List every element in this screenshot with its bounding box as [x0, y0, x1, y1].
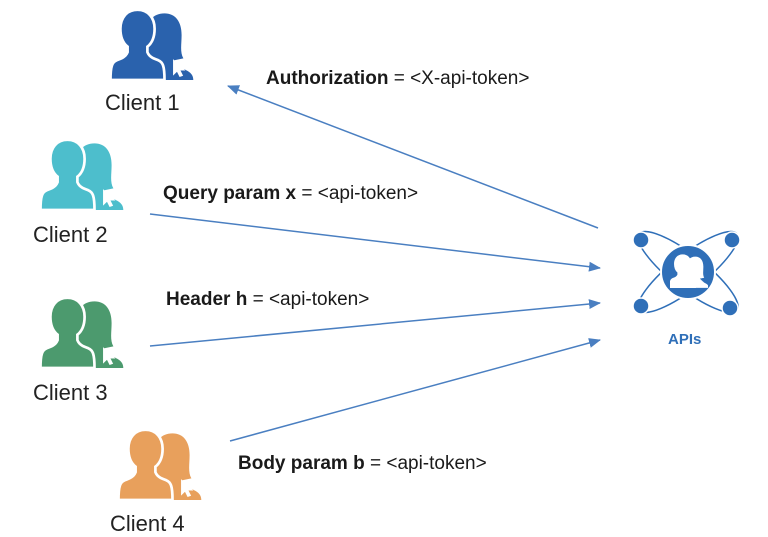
edge-key: Query param x: [163, 183, 297, 204]
arrow-4: [229, 338, 601, 442]
edge-value: = <api-token>: [364, 453, 487, 474]
edge-key: Header h: [166, 289, 248, 310]
edge-label-header: Header h = <api-token>: [166, 289, 369, 311]
client-2-users-icon: [38, 138, 125, 210]
edge-value: = <api-token>: [296, 183, 419, 204]
client-4-users-icon: [116, 428, 203, 500]
edge-value: = <X-api-token>: [388, 68, 530, 89]
client-3-users-icon: [38, 296, 125, 368]
arrow-3: [149, 299, 601, 347]
edge-value: = <api-token>: [247, 289, 370, 310]
client-2-label: Client 2: [33, 222, 108, 247]
client-3-label: Client 3: [33, 380, 108, 405]
arrow-1: [227, 85, 599, 229]
client-1-users-icon: [108, 8, 195, 80]
edge-key: Authorization: [266, 68, 389, 89]
client-4-label: Client 4: [110, 511, 185, 536]
edge-label-query-param: Query param x = <api-token>: [163, 183, 418, 205]
edge-label-body-param: Body param b = <api-token>: [238, 453, 487, 475]
apis-label: APIs: [668, 331, 702, 348]
edge-label-authorization: Authorization = <X-api-token>: [266, 68, 529, 90]
api-network-icon: [632, 230, 741, 317]
edge-key: Body param b: [238, 453, 365, 474]
arrow-2: [149, 213, 601, 272]
client-1-label: Client 1: [105, 90, 180, 115]
